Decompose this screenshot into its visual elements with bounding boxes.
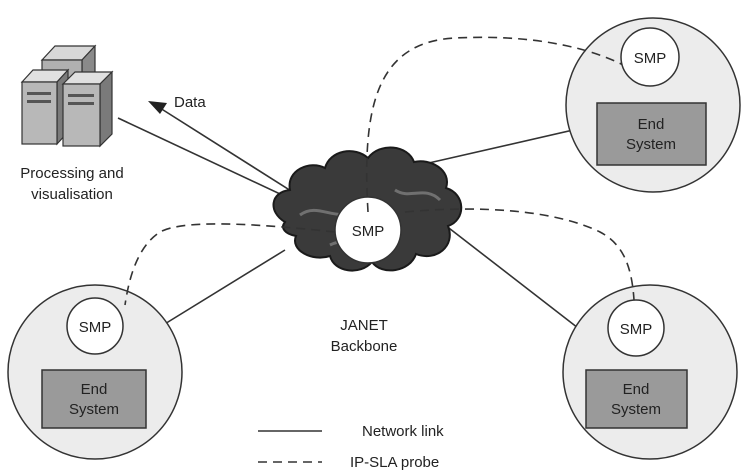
- smp-node: [607, 299, 665, 357]
- legend-ip-sla-label: IP-SLA probe: [350, 454, 439, 471]
- site-bottom-right: SMP End System: [585, 299, 688, 429]
- end-system-box: [585, 369, 688, 429]
- smp-label: SMP: [634, 50, 667, 67]
- server-icon: [20, 44, 114, 148]
- end-system-box: [596, 102, 707, 166]
- link-backbone-top-right: [419, 124, 596, 166]
- site-bottom-left: SMP End System: [41, 297, 147, 429]
- data-arrow-head: [148, 101, 167, 114]
- link-backbone-bottom-left: [154, 249, 286, 331]
- end-system-label-line1: End: [81, 381, 108, 398]
- data-arrow-label: Data: [174, 94, 206, 111]
- legend-network-link-label: Network link: [362, 423, 444, 440]
- end-system-label-line2: System: [611, 401, 661, 418]
- end-system-label-line1: End: [623, 381, 650, 398]
- ip-sla-probes: [124, 36, 649, 306]
- probe-backbone-bottom-left: [124, 223, 336, 306]
- link-backbone-bottom-right: [444, 224, 601, 346]
- smp-node: [620, 27, 680, 87]
- processing-label-line1: Processing and: [20, 165, 123, 182]
- probe-backbone-top-right: [365, 36, 649, 213]
- probe-backbone-bottom-right: [404, 208, 635, 301]
- legend: Network link IP-SLA probe: [258, 423, 444, 471]
- backbone-label-line1: JANET: [340, 317, 388, 334]
- smp-node: [66, 297, 124, 355]
- end-system-label-line2: System: [626, 136, 676, 153]
- site-top-right: SMP End System: [596, 27, 707, 166]
- smp-label: SMP: [79, 319, 112, 336]
- end-system-box: [41, 369, 147, 429]
- backbone-smp-label: SMP: [352, 223, 385, 240]
- end-system-label-line1: End: [638, 116, 665, 133]
- backbone-label-line2: Backbone: [331, 338, 398, 355]
- processing-label-line2: visualisation: [31, 186, 113, 203]
- link-backbone-processing: [117, 117, 311, 209]
- smp-label: SMP: [620, 321, 653, 338]
- backbone-smp-node: [334, 196, 402, 264]
- end-system-label-line2: System: [69, 401, 119, 418]
